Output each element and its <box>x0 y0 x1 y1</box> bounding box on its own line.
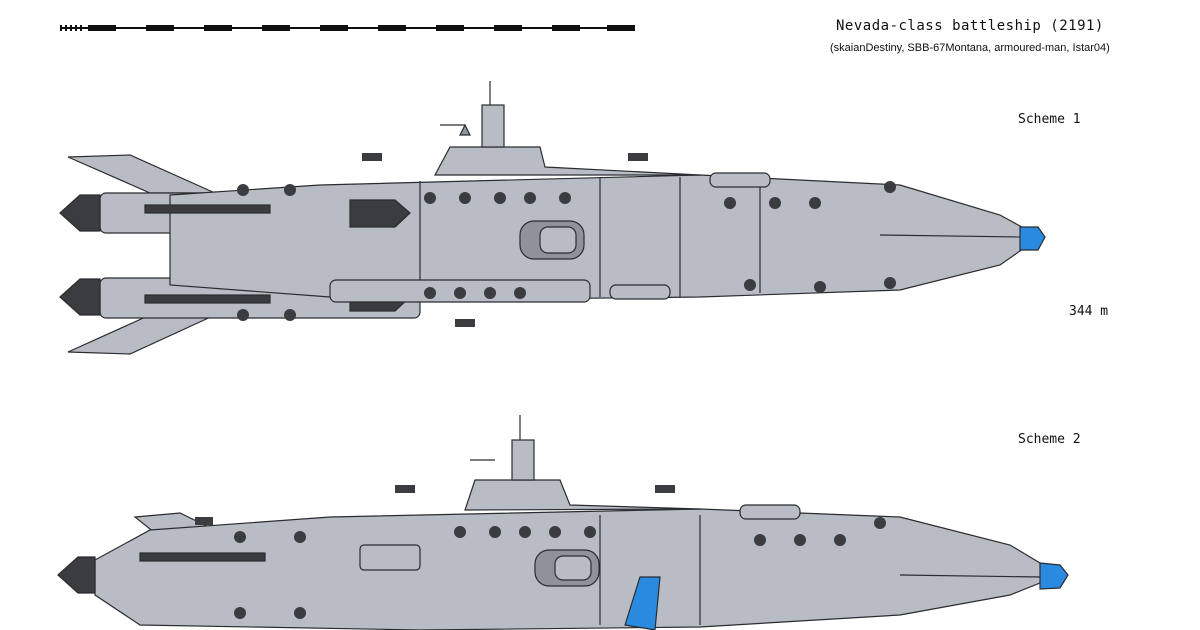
scheme-1-label: Scheme 1 <box>1018 112 1081 127</box>
ship-scheme-2 <box>57 415 1069 630</box>
credits-line: (skaianDestiny, SBB-67Montana, armoured-… <box>830 42 1110 54</box>
length-label: 344 m <box>1069 304 1109 319</box>
ship-scheme-1 <box>59 81 1046 355</box>
scheme-2-label: Scheme 2 <box>1018 432 1081 447</box>
scale-bar <box>60 25 635 31</box>
page-title: Nevada-class battleship (2191) <box>836 18 1104 34</box>
